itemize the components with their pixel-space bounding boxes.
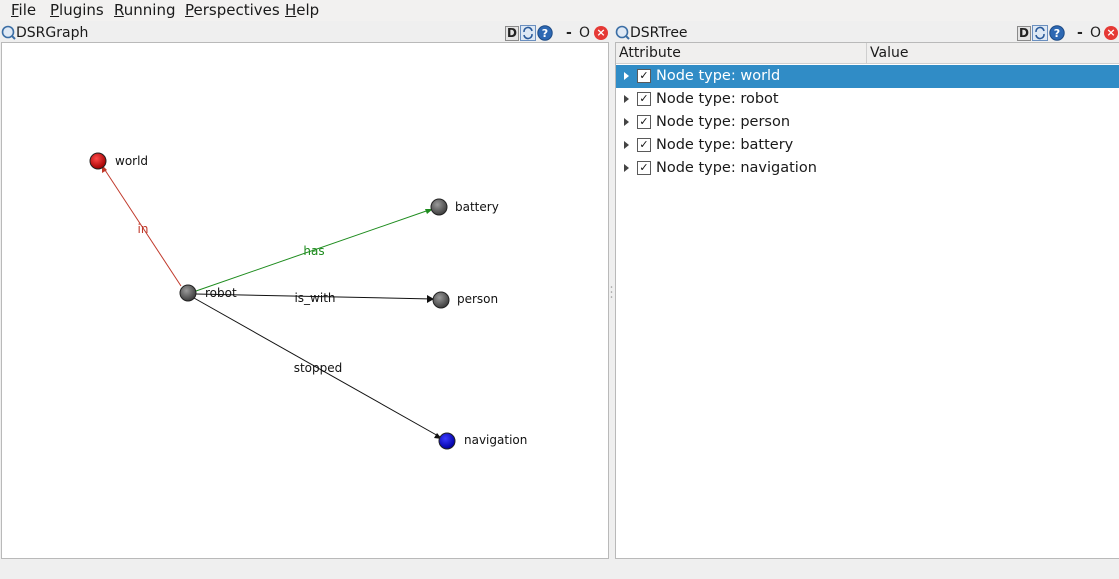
expand-arrow-icon[interactable] [624,118,629,126]
menu-help-mnemonic: H [285,1,297,19]
close-button[interactable]: × [594,26,608,40]
node-label: robot [205,286,237,300]
node-circle-icon [432,291,450,309]
menu-bar: File Plugins Running Perspectives Help [0,0,1119,21]
status-bar [0,560,1119,579]
plugin-magnifier-icon [615,25,630,40]
reload-icon[interactable] [1032,25,1048,41]
column-header-attribute[interactable]: Attribute [616,43,867,64]
node-label: world [115,154,148,168]
menu-running-label: unning [123,1,176,19]
dock-d-button[interactable]: D [505,26,519,41]
row-label: Node type: person [656,114,791,130]
graph-node-world[interactable]: world [89,152,148,170]
close-button[interactable]: × [1104,26,1118,40]
expand-arrow-icon[interactable] [624,72,629,80]
menu-plugins-label: lugins [59,1,104,19]
graph-node-navigation[interactable]: navigation [438,432,527,450]
dock-d-button[interactable]: D [1017,26,1031,41]
graph-canvas[interactable]: in has is_with stopped world battery [2,43,608,558]
edge-label: stopped [294,361,343,375]
minimize-button[interactable]: - [1077,25,1083,41]
menu-perspectives[interactable]: Perspectives [185,1,280,19]
edge-label: has [303,244,324,258]
tree-dock-titlebar[interactable]: DSRTree D ? - O × [614,24,1119,42]
row-checkbox[interactable]: ✓ [637,69,651,83]
menu-file-mnemonic: F [11,1,19,19]
row-label: Node type: navigation [656,160,817,176]
menu-file-label: ile [18,1,37,19]
node-label: person [457,292,498,306]
float-button[interactable]: O [1090,25,1102,41]
expand-arrow-icon[interactable] [624,164,629,172]
expand-arrow-icon[interactable] [624,141,629,149]
menu-help[interactable]: Help [285,1,319,19]
tree-row[interactable]: ✓ Node type: person [616,111,1119,134]
tree-header: Attribute Value [616,43,1119,64]
graph-dock-titlebar[interactable]: DSRGraph D ? - O × [0,24,611,42]
row-checkbox[interactable]: ✓ [637,115,651,129]
graph-edge-in[interactable]: in [102,165,182,287]
expand-arrow-icon[interactable] [624,95,629,103]
edge-label: is_with [294,291,335,305]
minimize-button[interactable]: - [566,25,572,41]
row-label: Node type: battery [656,137,794,153]
help-icon[interactable]: ? [1049,25,1065,41]
graph-node-battery[interactable]: battery [430,198,499,216]
tree-row[interactable]: ✓ Node type: navigation [616,157,1119,180]
row-label: Node type: robot [656,91,779,107]
node-circle-icon [430,198,448,216]
menu-perspectives-mnemonic: P [185,1,194,19]
reload-icon[interactable] [520,25,536,41]
menu-plugins[interactable]: Plugins [50,1,104,19]
tree-row[interactable]: ✓ Node type: world [616,65,1119,88]
graph-dock-title: DSRGraph [16,25,89,41]
graph-edge-has[interactable]: has [195,208,433,292]
splitter-handle[interactable] [610,285,613,299]
node-circle-icon [179,284,197,302]
arrowhead-icon [427,295,434,303]
edge-label: in [138,222,149,236]
row-checkbox[interactable]: ✓ [637,92,651,106]
svg-text:?: ? [542,27,548,40]
graph-view[interactable]: in has is_with stopped world battery [1,42,609,559]
menu-perspectives-label: erspectives [193,1,280,19]
tree-row[interactable]: ✓ Node type: robot [616,88,1119,111]
help-icon[interactable]: ? [537,25,553,41]
graph-node-person[interactable]: person [432,291,498,309]
arrowhead-icon [425,209,433,214]
menu-running-mnemonic: R [114,1,124,19]
graph-node-robot[interactable]: robot [179,284,237,302]
float-button[interactable]: O [579,25,591,41]
menu-running[interactable]: Running [114,1,175,19]
node-label: battery [455,200,499,214]
node-circle-icon [438,432,456,450]
graph-edge-stopped[interactable]: stopped [193,297,442,439]
column-header-value[interactable]: Value [870,45,909,61]
tree-row[interactable]: ✓ Node type: battery [616,134,1119,157]
svg-text:?: ? [1054,27,1060,40]
menu-file[interactable]: File [11,1,36,19]
row-checkbox[interactable]: ✓ [637,138,651,152]
menu-help-label: elp [296,1,320,19]
graph-edge-is-with[interactable]: is_with [195,291,434,305]
row-checkbox[interactable]: ✓ [637,161,651,175]
tree-dock-title: DSRTree [630,25,688,41]
plugin-magnifier-icon [1,25,16,40]
node-circle-icon [89,152,107,170]
menu-plugins-mnemonic: P [50,1,60,19]
row-label: Node type: world [656,68,781,84]
node-label: navigation [464,433,527,447]
tree-view[interactable]: Attribute Value ✓ Node type: world ✓ Nod… [615,42,1119,559]
